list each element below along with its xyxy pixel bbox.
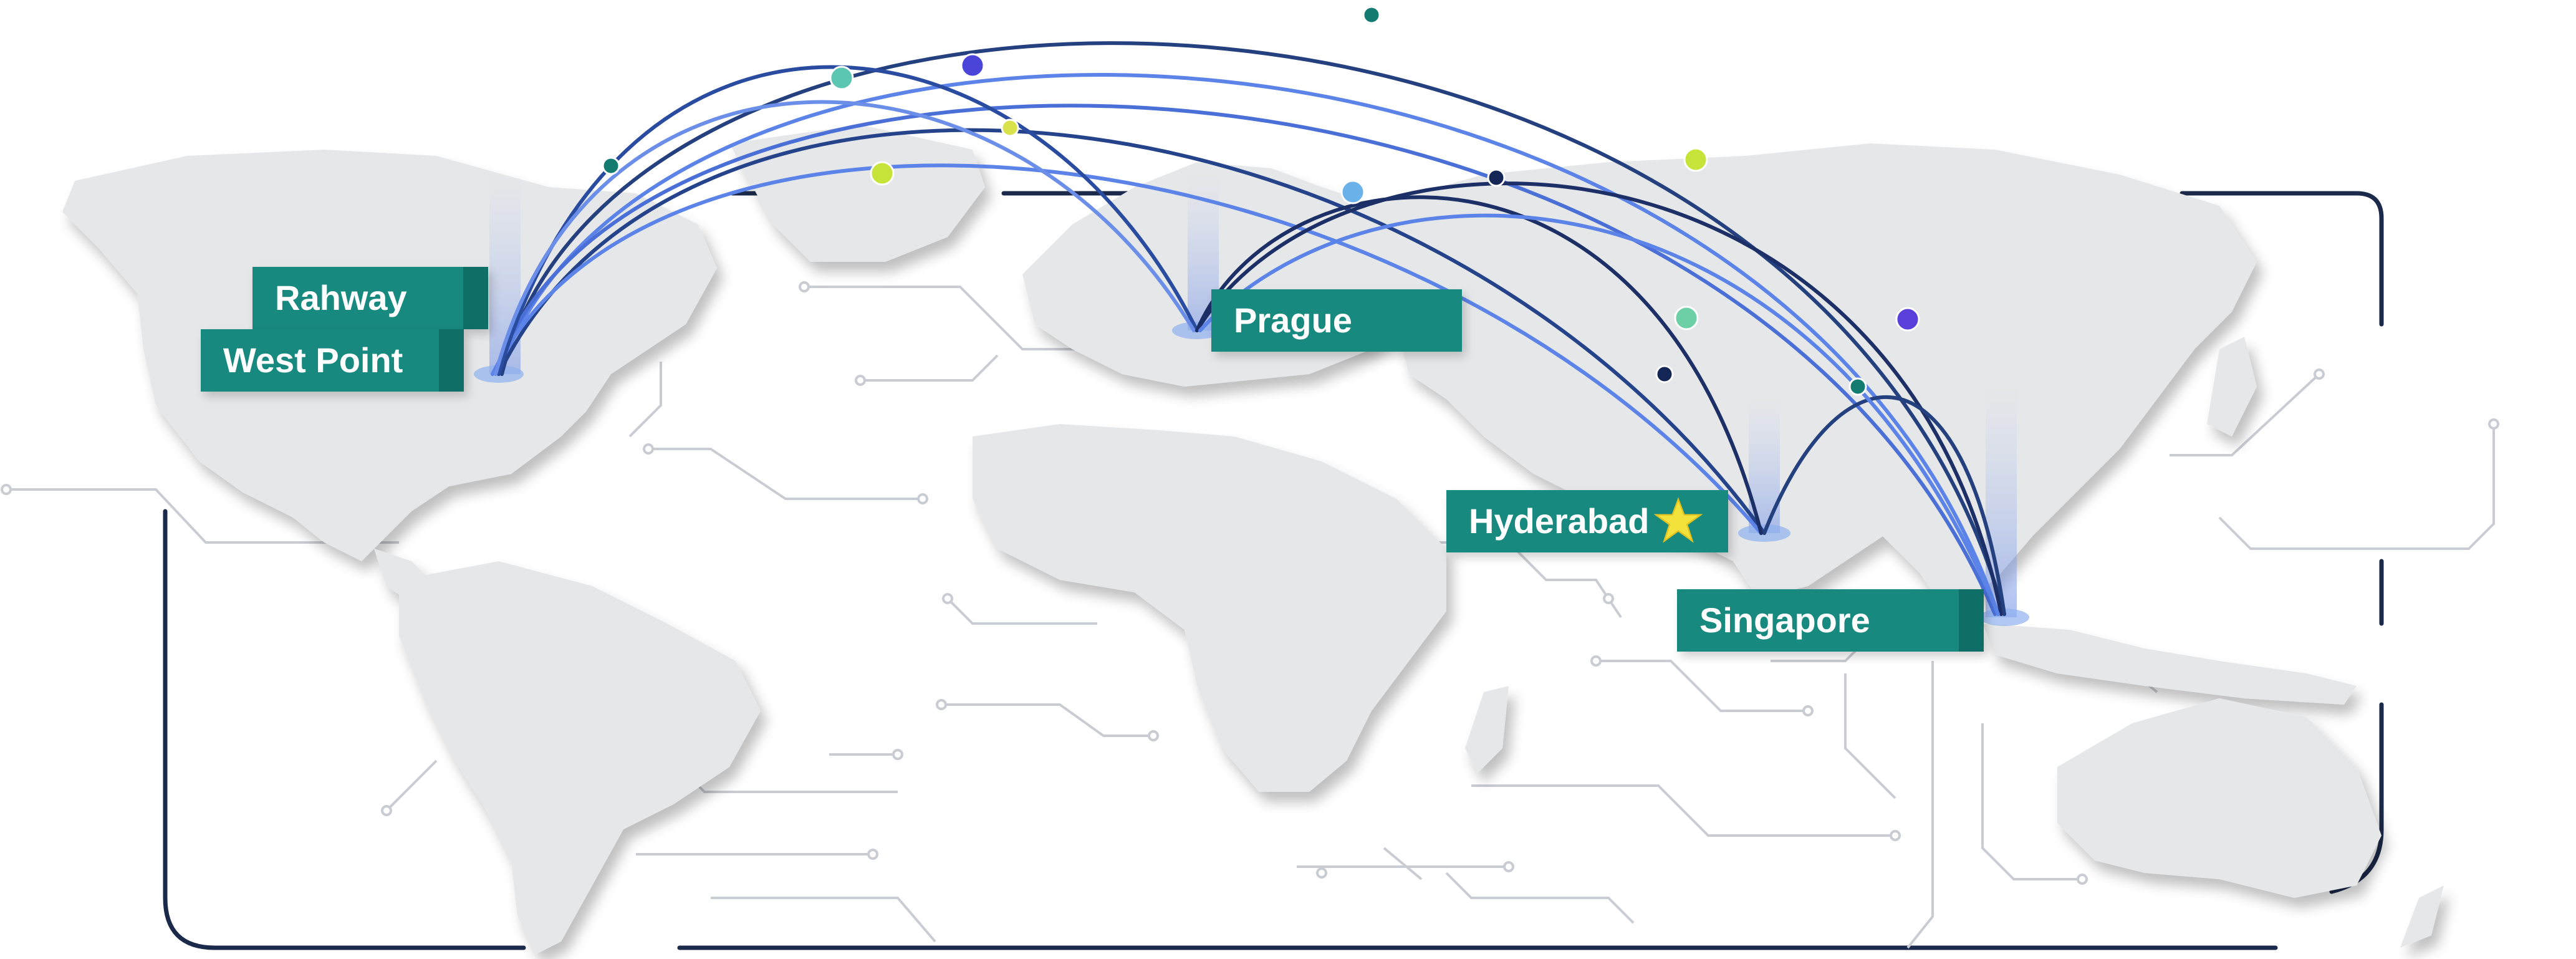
arc-hyderabad-singapore bbox=[1762, 395, 2006, 616]
arc-prague-singapore-2 bbox=[1198, 213, 2000, 616]
city-name: Hyderabad bbox=[1469, 501, 1650, 541]
arc-nodes bbox=[602, 6, 1920, 396]
city-label-prague: Prague bbox=[1211, 289, 1462, 352]
arc-prague-singapore bbox=[1195, 181, 2003, 616]
label-tab bbox=[1959, 589, 1984, 652]
dot-icon bbox=[829, 65, 854, 90]
dot-icon bbox=[1674, 306, 1699, 330]
arc-usa-hyderabad-2 bbox=[491, 163, 1763, 535]
city-name: Singapore bbox=[1699, 600, 1870, 640]
continents bbox=[62, 125, 2444, 954]
circuit-traces bbox=[6, 286, 2495, 949]
dot-icon bbox=[1848, 377, 1867, 396]
dot-icon bbox=[1340, 180, 1365, 205]
arc-usa-prague-2 bbox=[494, 100, 1196, 376]
dot-icon bbox=[1487, 168, 1506, 187]
city-name: Prague bbox=[1234, 301, 1352, 340]
dot-icon bbox=[602, 157, 620, 175]
circuit-frame bbox=[163, 191, 2384, 950]
dot-icon bbox=[1895, 307, 1920, 332]
dot-icon bbox=[1655, 365, 1674, 383]
city-label-west-point: West Point bbox=[201, 329, 464, 392]
city-name: West Point bbox=[223, 340, 403, 380]
label-tab bbox=[463, 267, 488, 329]
dot-icon bbox=[960, 53, 985, 78]
label-tab bbox=[439, 329, 464, 392]
star-icon bbox=[1654, 497, 1703, 543]
dot-icon bbox=[1362, 6, 1381, 24]
connection-arcs bbox=[491, 41, 2006, 616]
city-name: Rahway bbox=[275, 278, 407, 317]
city-label-hyderabad: Hyderabad bbox=[1446, 490, 1728, 552]
arc-usa-singapore-top bbox=[500, 41, 2006, 616]
arc-usa-singapore-2 bbox=[497, 73, 2000, 616]
arc-usa-singapore-3 bbox=[494, 104, 1997, 616]
arc-usa-hyderabad bbox=[497, 128, 1766, 535]
city-label-singapore: Singapore bbox=[1677, 589, 1984, 652]
dot-icon bbox=[1683, 147, 1708, 172]
arc-prague-hyderabad bbox=[1195, 195, 1763, 535]
city-label-rahway: Rahway bbox=[252, 267, 488, 329]
dot-icon bbox=[1001, 118, 1019, 137]
dot-icon bbox=[870, 161, 895, 186]
arc-usa-prague bbox=[497, 65, 1199, 376]
